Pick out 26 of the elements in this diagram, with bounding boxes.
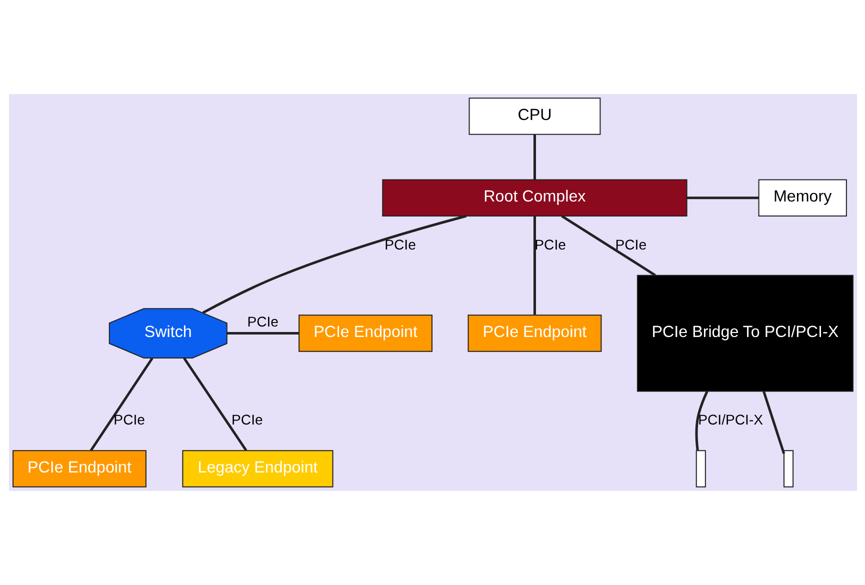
node-box: CPU	[468, 98, 600, 135]
edge-label: PCI/PCI-X	[698, 412, 763, 428]
edge-label: PCIe	[384, 236, 416, 252]
edge-label: PCIe	[231, 412, 262, 428]
node-box: Root Complex	[382, 179, 687, 216]
node-bar	[782, 450, 794, 488]
edge-label: PCIe	[113, 412, 145, 428]
connector	[694, 390, 708, 450]
node-box: Memory	[758, 179, 846, 216]
connector	[182, 357, 247, 452]
connector	[686, 196, 758, 200]
connector	[89, 357, 153, 452]
connector	[226, 332, 298, 335]
connector	[202, 214, 466, 314]
node-box: PCIe Endpoint	[12, 450, 146, 488]
connector	[532, 216, 536, 315]
node-box: PCIe Endpoint	[467, 314, 602, 352]
connector	[560, 214, 656, 276]
connector	[762, 390, 785, 454]
node-box: Legacy Endpoint	[182, 450, 333, 488]
connector	[532, 134, 536, 180]
edge-label: PCIe	[614, 236, 646, 252]
node-box: PCIe Bridge To PCI/PCI-X	[636, 274, 853, 392]
node-box: PCIe Endpoint	[298, 314, 432, 352]
edge-label: PCIe	[246, 313, 278, 330]
node-bar	[695, 450, 706, 488]
